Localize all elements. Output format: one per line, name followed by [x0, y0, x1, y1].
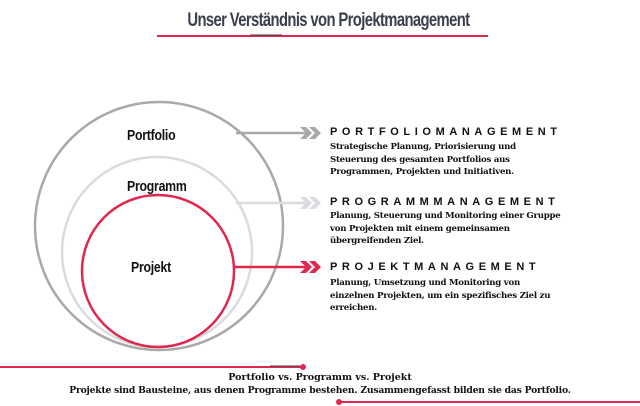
projektmanagement-heading: PROJEKTMANAGEMENT	[330, 261, 541, 273]
programmmanagement-heading: PROGRAMMMANAGEMENT	[330, 196, 560, 208]
portfolio-label: Portfolio	[127, 127, 176, 144]
portfolio-arrow-icon	[236, 127, 321, 139]
projekt-circle	[80, 193, 236, 349]
programm-arrow-icon	[236, 197, 321, 209]
footer-line-left	[0, 364, 306, 370]
description-line: erreichen.	[330, 303, 377, 313]
description-line: übergreifenden Ziel.	[330, 236, 424, 246]
footer-text: Projekte sind Bausteine, aus denen Progr…	[69, 385, 571, 396]
description-line: Steuerung des gesamten Portfolios aus	[330, 154, 510, 165]
footer-title: Portfolio vs. Programm vs. Projekt	[228, 372, 412, 383]
description-line: von Projekten mit einem gemeinsamen	[330, 223, 510, 234]
programmmanagement-description: Planung, Steuerung und Monitoring einer …	[330, 210, 590, 248]
description-line: einzelnen Projekten, um ein spezifisches…	[330, 290, 551, 301]
description-line: Programmen, Projekten und Initiativen.	[330, 167, 514, 177]
portfoliomanagement-description: Strategische Planung, Priorisierung und …	[330, 141, 560, 179]
description-line: Planung, Steuerung und Monitoring einer …	[330, 211, 561, 221]
programm-label: Programm	[127, 178, 187, 195]
description-line: Planung, Umsetzung und Monitoring von	[330, 278, 520, 288]
projektmanagement-description: Planung, Umsetzung und Monitoring von ei…	[330, 277, 590, 315]
projekt-arrow-icon	[234, 261, 321, 273]
portfolio-circle	[33, 100, 285, 352]
description-line: Strategische Planung, Priorisierung und	[330, 142, 516, 152]
page-title: Unser Verständnis von Projektmanagement	[187, 10, 470, 31]
projekt-label: Projekt	[131, 259, 171, 276]
footer-line-right	[336, 399, 640, 405]
portfoliomanagement-heading: PORTFOLIOMANAGEMENT	[330, 126, 562, 138]
